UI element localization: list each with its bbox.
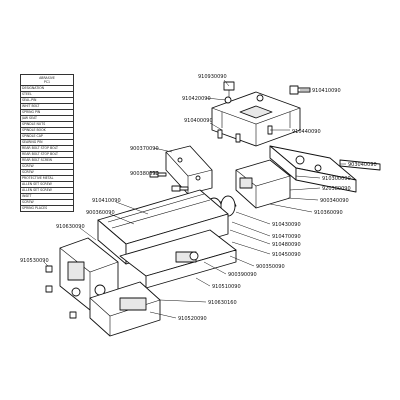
loose-screws xyxy=(45,265,77,319)
front-base-block xyxy=(89,281,161,337)
callout-c20: 900350090 xyxy=(256,264,285,270)
callout-c1: 910930090 xyxy=(198,74,227,80)
callout-c5: 910440090 xyxy=(292,129,321,135)
callout-c4: 910400090 xyxy=(184,118,213,124)
callout-c8: 903040090 xyxy=(348,162,377,168)
legend-row: SPRING PLACES xyxy=(20,205,74,212)
callout-c7: 900380090 xyxy=(130,171,159,177)
callout-c19: 910450090 xyxy=(272,252,301,258)
callout-c9: 910300090 xyxy=(322,176,351,182)
legend-header-line-2: PC1 xyxy=(43,80,51,84)
top-screw xyxy=(223,81,235,97)
callout-c11: 900340090 xyxy=(320,198,349,204)
callout-c10: 920380090 xyxy=(322,186,351,192)
legend-cell: SPRING PLACES xyxy=(20,205,74,212)
callout-c13: 900360090 xyxy=(86,210,115,216)
callout-c16: 910430090 xyxy=(272,222,301,228)
callout-c3: 910420090 xyxy=(182,96,211,102)
callout-c22: 910510090 xyxy=(212,284,241,290)
callout-c15: 910630090 xyxy=(56,224,85,230)
right-slide-plate xyxy=(269,145,357,193)
callout-c6: 900370090 xyxy=(130,146,159,152)
callout-c25: 910520090 xyxy=(178,316,207,322)
jaw-screws xyxy=(149,171,189,192)
callout-c14: 910360090 xyxy=(314,210,343,216)
callout-c17: 910470090 xyxy=(272,234,301,240)
top-jaw-block xyxy=(211,91,301,147)
callout-c24: 910630160 xyxy=(208,300,237,306)
vise-lower-slide xyxy=(119,229,237,289)
legend-header-line-1: ABRASIVE xyxy=(39,75,55,80)
fixed-jaw-body xyxy=(59,237,119,311)
callout-labels: 910930090 910410090 910420090 910400090 … xyxy=(20,74,377,322)
callout-c21: 900390090 xyxy=(228,272,257,278)
callout-c23: 910530090 xyxy=(20,258,49,264)
callout-c2: 910410090 xyxy=(312,88,341,94)
callout-c18: 910480090 xyxy=(272,242,301,248)
left-jaw-plate xyxy=(165,145,213,195)
leader-lines xyxy=(43,79,346,319)
callout-c12: 910410090 xyxy=(92,198,121,204)
